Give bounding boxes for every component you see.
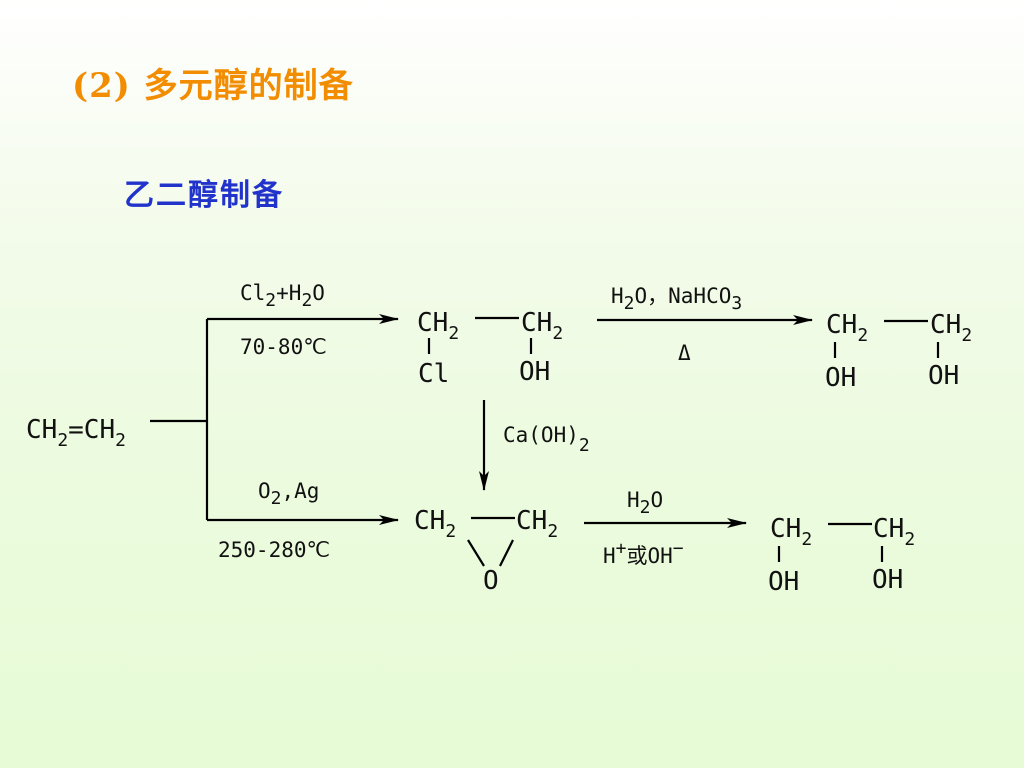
svg-text:CH2=CH2: CH2=CH2 — [26, 415, 126, 451]
ethylene-oxide-structure: CH2 CH2 O — [414, 506, 558, 596]
svg-text:CH2: CH2 — [826, 310, 868, 346]
upper-condition: 70-80℃ — [240, 335, 327, 359]
lower-condition: 250-280℃ — [218, 538, 330, 562]
lower-reagent: O2,Ag — [258, 479, 319, 509]
ethylene-formula: CH2=CH2 — [26, 415, 126, 451]
svg-text:OH: OH — [768, 567, 799, 597]
svg-text:CH2: CH2 — [516, 506, 558, 542]
svg-text:OH: OH — [872, 565, 903, 595]
slide-title: (2) 多元醇的制备 — [72, 66, 354, 106]
upper-right-reagent: H2O，NaHCO3 — [611, 284, 742, 314]
svg-text:Cl: Cl — [418, 359, 449, 389]
lower-right-reagent: H2O — [627, 488, 663, 518]
lower-right-condition: H+或OH− — [603, 538, 684, 568]
upper-glycol-product: CH2 CH2 OH OH — [825, 310, 972, 393]
svg-text:OH: OH — [519, 357, 550, 387]
down-reagent: Ca(OH)2 — [503, 423, 590, 456]
svg-text:CH2: CH2 — [521, 308, 563, 344]
chlorohydrin-structure: CH2 CH2 Cl OH — [417, 308, 563, 389]
svg-text:CH2: CH2 — [770, 514, 812, 550]
upper-reagent: Cl2+H2O — [240, 281, 325, 311]
svg-text:CH2: CH2 — [873, 514, 915, 550]
svg-text:O: O — [483, 566, 499, 596]
lower-glycol-product: CH2 CH2 OH OH — [768, 514, 915, 597]
slide-subtitle: 乙二醇制备 — [124, 178, 284, 213]
upper-right-condition: Δ — [678, 341, 691, 365]
svg-text:OH: OH — [825, 363, 856, 393]
svg-text:CH2: CH2 — [417, 308, 459, 344]
svg-text:OH: OH — [928, 361, 959, 391]
svg-text:CH2: CH2 — [414, 506, 456, 542]
svg-text:CH2: CH2 — [930, 310, 972, 346]
